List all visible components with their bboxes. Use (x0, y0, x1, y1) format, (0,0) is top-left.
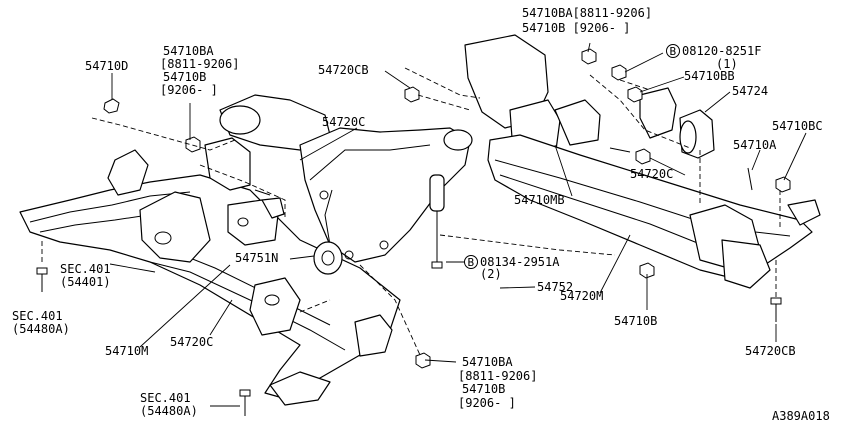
left-mount-bracket (204, 137, 285, 246)
label-bolt-08134: 08134-2951A (480, 255, 560, 269)
rear-crossmember-54720m (487, 134, 821, 289)
label-54710b-bottom-range: [9206- ] (458, 396, 516, 410)
label-54720c-top: 54720C (322, 115, 365, 129)
label-54710ba-left-range: [8811-9206] (160, 57, 239, 71)
label-54710mb: 54710MB (514, 193, 565, 207)
label-54710ba-top: 54710BA[8811-9206] (522, 6, 652, 20)
label-54710b-right: 54710B (614, 314, 657, 328)
label-bolt-08120: 08120-8251F (682, 44, 761, 58)
front-crossmember (19, 149, 401, 406)
phantom-lines (41, 67, 781, 356)
label-sec401-c-ref: (54480A) (140, 404, 198, 418)
label-54710b-left: 54710B (163, 70, 206, 84)
label-54710m: 54710M (105, 344, 148, 358)
damper (429, 174, 445, 269)
label-54710ba-bottom: 54710BA (462, 355, 513, 369)
label-54720cb-top: 54720CB (318, 63, 369, 77)
b-circle-icon: B (464, 255, 478, 269)
svg-text:B: B (670, 45, 677, 58)
b-circle-icon: B (666, 44, 680, 58)
svg-text:B: B (468, 256, 475, 269)
label-54720m: 54720M (560, 289, 603, 303)
label-sec401-a-ref: (54401) (60, 275, 111, 289)
label-sec401-b-ref: (54480A) (12, 322, 70, 336)
label-54710b-bottom: 54710B (462, 382, 505, 396)
label-54710bc: 54710BC (772, 119, 823, 133)
leader-lines (109, 42, 807, 407)
label-sec401-a: SEC.401 (60, 262, 111, 276)
label-54720c-right: 54720C (630, 167, 673, 181)
label-54720c-bottom: 54720C (170, 335, 213, 349)
label-54752: 54752 (537, 280, 573, 294)
label-bolt-08120-qty: (1) (716, 57, 738, 71)
transmission (219, 94, 473, 263)
label-54720cb-right: 54720CB (745, 344, 796, 358)
label-54710ba-left: 54710BA (163, 44, 214, 58)
label-54710b-top: 54710B [9206- ] (522, 21, 630, 35)
callout-labels: 54710D 54710BA [8811-9206] 54710B [9206-… (12, 6, 830, 423)
label-54724: 54724 (732, 84, 768, 98)
label-54710b-left-range: [9206- ] (160, 83, 218, 97)
insulator-54751n (313, 241, 343, 275)
label-sec401-b: SEC.401 (12, 309, 63, 323)
label-54710d: 54710D (85, 59, 128, 73)
insulator-54724 (639, 87, 715, 159)
label-sec401-c: SEC.401 (140, 391, 191, 405)
label-54710a: 54710A (733, 138, 777, 152)
hardware (36, 48, 791, 416)
label-54710ba-bottom-range: [8811-9206] (458, 369, 537, 383)
diagram-code: A389A018 (772, 409, 830, 423)
label-54710bb: 54710BB (684, 69, 735, 83)
label-54751n: 54751N (235, 251, 278, 265)
label-bolt-08134-qty: (2) (480, 267, 502, 281)
